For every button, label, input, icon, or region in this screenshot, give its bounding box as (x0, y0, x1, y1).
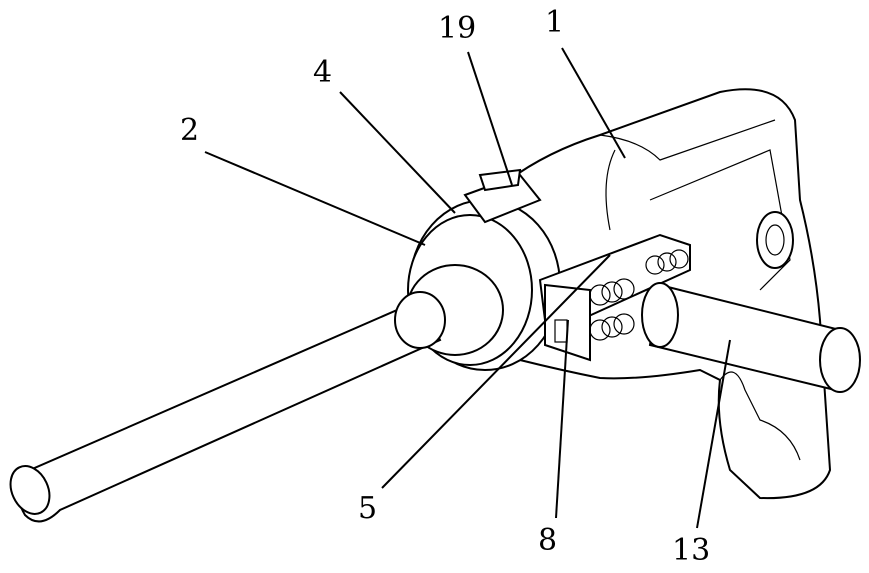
leader-19 (468, 52, 512, 185)
label-13: 13 (672, 536, 710, 566)
label-8: 8 (538, 526, 557, 556)
label-2: 2 (180, 116, 199, 146)
leader-4 (340, 92, 455, 213)
label-19: 19 (438, 14, 476, 44)
drill-rod (19, 300, 440, 521)
label-4: 4 (313, 58, 332, 88)
side-knob (757, 212, 793, 268)
label-5: 5 (358, 494, 377, 524)
leader-2 (205, 152, 425, 245)
label-1: 1 (545, 8, 564, 38)
